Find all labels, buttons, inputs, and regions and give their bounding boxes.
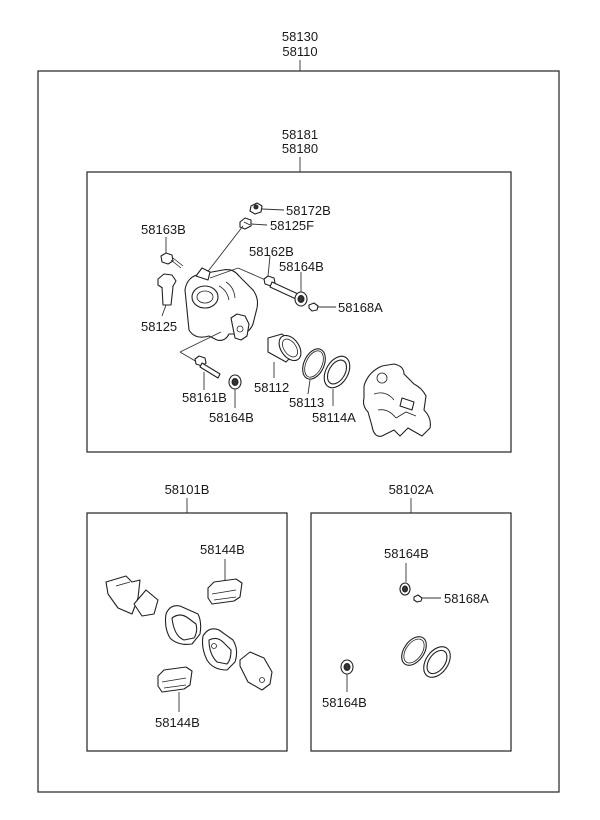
label-seal-58164B-top: 58164B [384, 546, 429, 561]
pad-kit-frame [86, 512, 288, 752]
screw-part [160, 252, 184, 269]
seal-boot-bottom-part [340, 659, 354, 675]
seal-ring-part [401, 636, 427, 666]
label-58112: 58112 [254, 380, 289, 395]
pin-leader-top-2 [237, 267, 269, 282]
seal-boot-top-part [399, 582, 411, 596]
pad-shim-bottom-part [157, 666, 193, 693]
caliper-bracket-part [362, 363, 431, 437]
seal-kit-code: 58102A [389, 482, 434, 497]
brake-pad-outer-part [201, 628, 238, 671]
small-cap-part [308, 302, 319, 312]
label-58113: 58113 [289, 395, 324, 410]
piston-boot-part [323, 355, 351, 389]
label-58125: 58125 [141, 319, 177, 334]
guide-pin-upper-part [263, 275, 299, 300]
bushing-part [157, 273, 177, 306]
piston-part [267, 333, 302, 363]
anti-squeal-plate-part [133, 589, 159, 617]
label-58164B-bottom: 58164B [209, 410, 254, 425]
label-58164B-top: 58164B [279, 259, 324, 274]
caliper-code-58181: 58181 [282, 127, 318, 142]
label-58172B: 58172B [286, 203, 331, 218]
pin-leader-bottom [179, 331, 222, 353]
outer-shim-part [105, 575, 141, 615]
assembly-code-58130: 58130 [282, 29, 318, 44]
piston-seal-part [302, 348, 326, 380]
leader-58162B [267, 255, 271, 277]
caliper-group-frame [86, 171, 512, 453]
outer-frame [37, 70, 560, 793]
label-58144B-bottom: 58144B [155, 715, 200, 730]
seal-kit-frame [310, 512, 512, 752]
pad-shim-top-part [207, 578, 243, 605]
brake-pad-inner-part [164, 605, 202, 645]
dust-boot-upper-part [294, 291, 308, 307]
label-58144B-top: 58144B [200, 542, 245, 557]
pad-kit-code: 58101B [165, 482, 210, 497]
caliper-code-58180: 58180 [282, 141, 318, 156]
label-seal-58168A: 58168A [444, 591, 489, 606]
pin-leader-bottom-2 [179, 351, 198, 363]
caliper-housing-part [184, 267, 259, 341]
outer-shim-right-part [239, 651, 273, 691]
leader-58113 [307, 379, 311, 395]
seal-bleeder-cap-part [413, 594, 423, 603]
leader-58125F [250, 223, 268, 226]
leader-58172B [261, 208, 285, 211]
pin-leader-top [209, 267, 239, 279]
label-58162B: 58162B [249, 244, 294, 259]
leader-58125 [161, 304, 167, 317]
label-58114A: 58114A [312, 410, 356, 425]
guide-pin-lower-part [194, 355, 221, 379]
label-58125F: 58125F [270, 218, 314, 233]
dust-boot-lower-part [228, 374, 242, 390]
label-58163B: 58163B [141, 222, 186, 237]
label-58168A: 58168A [338, 300, 383, 315]
bleeder-cap-part [249, 202, 263, 215]
seal-boot-part [423, 646, 451, 678]
label-seal-58164B-bottom: 58164B [322, 695, 367, 710]
label-58161B: 58161B [182, 390, 227, 405]
assembly-code-58110: 58110 [282, 44, 317, 59]
